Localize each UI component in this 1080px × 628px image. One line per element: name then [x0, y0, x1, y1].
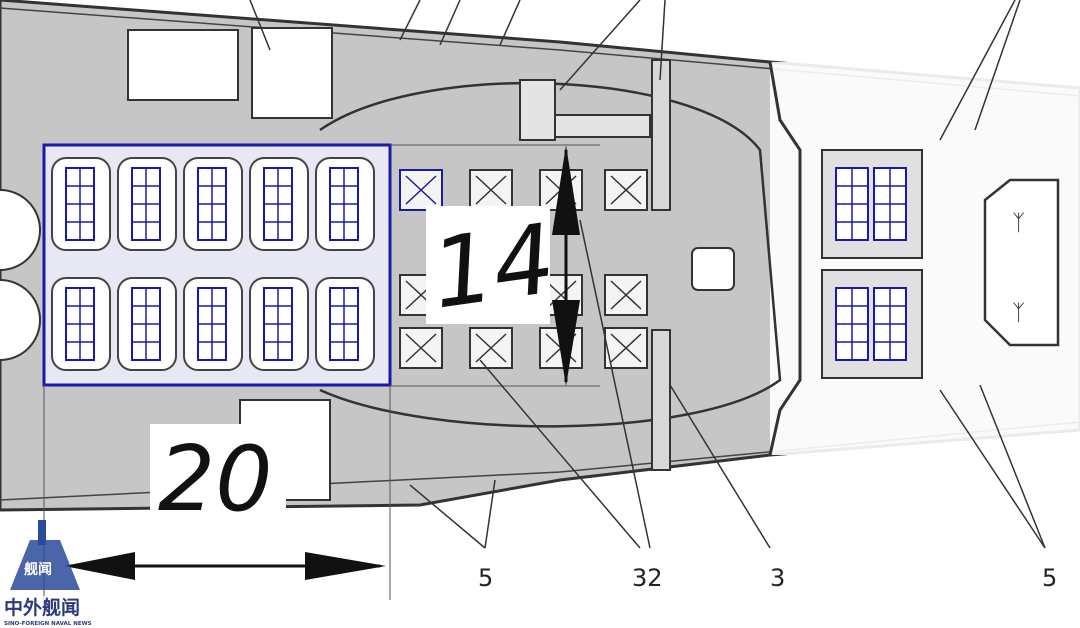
deck-aft-edge: [768, 61, 802, 456]
launch-pad-cross: [475, 333, 507, 363]
watermark-logo: 舰闻 中外舰闻 SINO-FOREIGN NAVAL NEWS: [2, 520, 92, 627]
aft-symbol-top: ᛉ: [1012, 211, 1025, 236]
callout-5-right: 5: [1042, 564, 1057, 592]
dim-20-label: 20: [158, 427, 273, 532]
launch-pad-cross: [610, 280, 642, 310]
dim-20-box: [150, 424, 286, 522]
upper-block: [251, 27, 333, 119]
callout-3: 3: [770, 564, 785, 592]
center-pad: [691, 247, 735, 291]
watermark-cn: 中外舰闻: [4, 596, 80, 619]
callout-5-left: 5: [478, 564, 493, 592]
inner-track: [319, 81, 782, 428]
launch-pad-cross: [610, 333, 642, 363]
callout-32: 32: [632, 564, 663, 592]
bow-bulge-top: [0, 189, 41, 271]
watermark-en: SINO-FOREIGN NAVAL NEWS: [4, 621, 92, 627]
aft-launcher-cells: [821, 149, 923, 379]
dim-20-arrow-right: [305, 552, 386, 580]
launch-rail-bottom: [651, 329, 671, 471]
dim-14-box: [426, 206, 550, 324]
dim-20-arrow-left: [64, 552, 135, 580]
launch-pad-cross: [610, 175, 642, 205]
bow-bulge-bottom: [0, 279, 41, 361]
crane-base: [519, 79, 556, 141]
launch-pad-cross: [475, 175, 507, 205]
launch-pad-cross: [405, 333, 437, 363]
upper-hatch: [127, 29, 239, 101]
launch-pad-cross: [405, 175, 437, 205]
dim-14-label: 14: [425, 203, 562, 331]
watermark-badge: 舰闻: [24, 561, 52, 578]
launch-rail-top: [651, 59, 671, 211]
dim-14-arrow-top: [552, 145, 580, 235]
launcher-cells: [51, 157, 375, 371]
aft-symbol-bottom: ᛉ: [1012, 301, 1025, 326]
leader-lines: [249, 0, 1046, 549]
aft-structure: [983, 178, 1060, 347]
dim-14-arrow-bottom: [552, 300, 580, 386]
